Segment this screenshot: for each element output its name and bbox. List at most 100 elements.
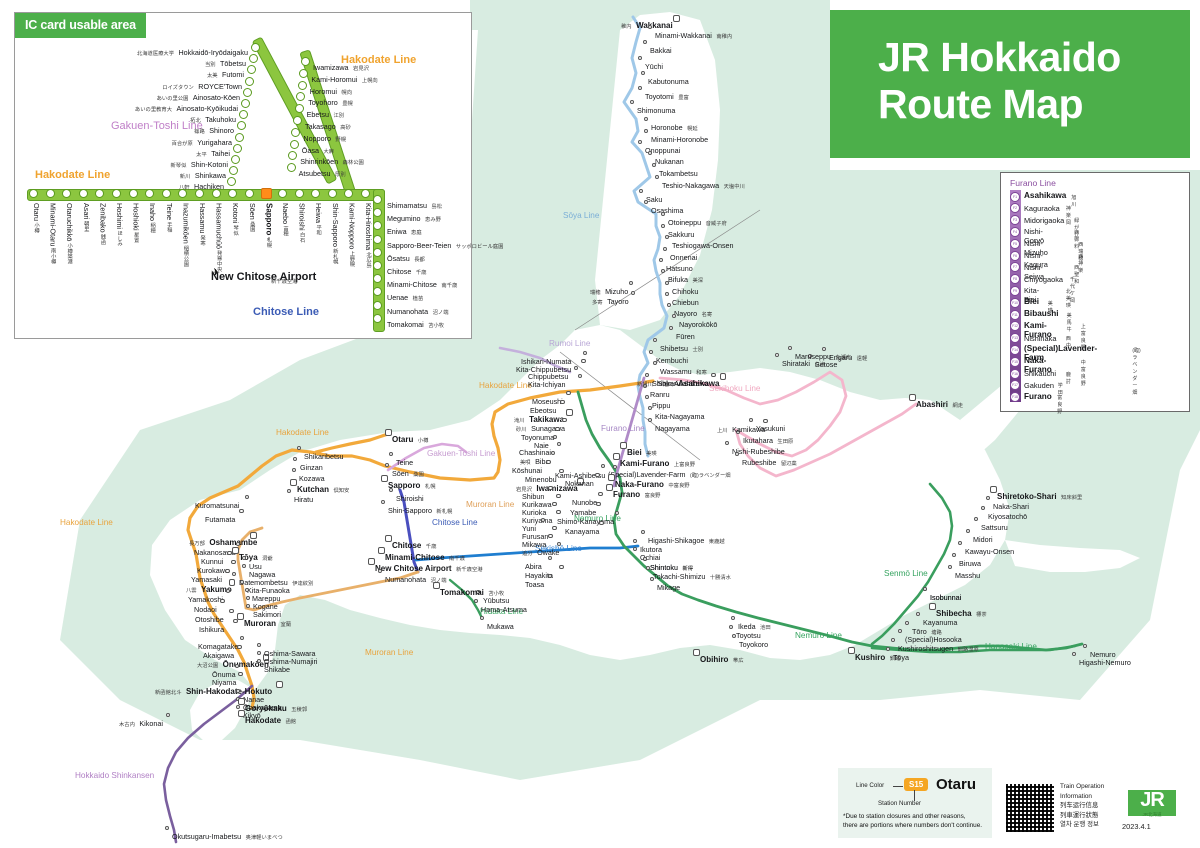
station-dot-icon[interactable] — [257, 643, 262, 648]
station-dot-icon[interactable] — [665, 292, 670, 297]
station-dot-icon[interactable] — [948, 565, 953, 570]
station-dot-icon[interactable] — [296, 92, 306, 102]
station-dot-icon[interactable] — [736, 430, 741, 435]
station-dot-icon[interactable] — [644, 129, 649, 134]
station-dot-icon[interactable] — [373, 221, 382, 231]
station-dot-icon[interactable] — [898, 629, 903, 634]
station-dot-icon[interactable] — [344, 189, 354, 198]
station-dot-icon[interactable] — [249, 54, 258, 64]
station-dot-icon[interactable] — [276, 681, 283, 688]
station-dot-icon[interactable] — [643, 40, 648, 45]
station-dot-icon[interactable] — [577, 374, 583, 379]
station-dot-icon[interactable] — [231, 560, 236, 565]
station-dot-icon[interactable] — [257, 659, 262, 664]
station-dot-icon[interactable] — [644, 117, 649, 122]
station-dot-icon[interactable] — [560, 400, 565, 405]
station-dot-icon[interactable] — [251, 43, 260, 52]
station-dot-icon[interactable] — [290, 479, 297, 486]
station-dot-icon[interactable] — [232, 572, 237, 577]
station-dot-icon[interactable] — [648, 418, 653, 423]
station-dot-icon[interactable] — [291, 127, 301, 137]
station-dot-icon[interactable] — [373, 261, 382, 270]
station-dot-icon[interactable] — [95, 189, 105, 198]
station-dot-icon[interactable] — [749, 418, 754, 423]
station-dot-icon[interactable] — [669, 326, 674, 331]
station-dot-icon[interactable] — [78, 189, 88, 198]
station-dot-icon[interactable] — [233, 619, 238, 624]
station-dot-icon[interactable] — [577, 478, 584, 485]
station-dot-icon[interactable] — [891, 638, 896, 643]
station-dot-icon[interactable] — [246, 596, 251, 601]
station-dot-icon[interactable] — [929, 603, 936, 610]
station-dot-icon[interactable] — [227, 551, 232, 556]
station-dot-icon[interactable] — [373, 247, 382, 257]
station-dot-icon[interactable] — [711, 373, 716, 378]
station-dot-icon[interactable] — [601, 464, 606, 469]
station-dot-icon[interactable] — [909, 394, 916, 401]
station-dot-icon[interactable] — [480, 616, 485, 621]
station-dot-icon[interactable] — [613, 453, 620, 460]
station-dot-icon[interactable] — [552, 502, 557, 507]
station-dot-icon[interactable] — [145, 189, 155, 198]
station-dot-icon[interactable] — [373, 300, 382, 310]
station-dot-icon[interactable] — [311, 189, 321, 198]
station-dot-icon[interactable] — [729, 625, 734, 630]
station-dot-icon[interactable] — [645, 395, 650, 400]
station-dot-icon[interactable] — [573, 366, 579, 371]
station-dot-icon[interactable] — [661, 269, 666, 274]
station-dot-icon[interactable] — [552, 435, 557, 440]
station-dot-icon[interactable] — [566, 409, 573, 416]
station-dot-icon[interactable] — [293, 457, 298, 462]
station-dot-icon[interactable] — [905, 621, 910, 626]
station-dot-icon[interactable] — [373, 195, 382, 204]
station-dot-icon[interactable] — [233, 143, 242, 153]
station-dot-icon[interactable] — [261, 188, 273, 199]
station-dot-icon[interactable] — [240, 580, 245, 585]
station-dot-icon[interactable] — [974, 517, 979, 522]
station-dot-icon[interactable] — [381, 475, 388, 482]
station-dot-icon[interactable] — [294, 189, 304, 198]
station-dot-icon[interactable] — [242, 556, 247, 561]
station-dot-icon[interactable] — [990, 486, 997, 493]
station-dot-icon[interactable] — [476, 590, 481, 595]
station-dot-icon[interactable] — [644, 200, 649, 205]
station-dot-icon[interactable] — [299, 68, 309, 78]
station-dot-icon[interactable] — [378, 547, 385, 554]
station-dot-icon[interactable] — [633, 539, 638, 544]
station-dot-icon[interactable] — [555, 427, 560, 432]
station-dot-icon[interactable] — [655, 175, 660, 180]
station-dot-icon[interactable] — [238, 698, 245, 705]
station-dot-icon[interactable] — [646, 566, 651, 571]
station-dot-icon[interactable] — [246, 604, 251, 609]
station-dot-icon[interactable] — [236, 689, 241, 694]
station-dot-icon[interactable] — [633, 547, 638, 552]
station-dot-icon[interactable] — [650, 577, 655, 582]
station-dot-icon[interactable] — [648, 151, 653, 156]
station-dot-icon[interactable] — [250, 532, 257, 539]
station-dot-icon[interactable] — [257, 651, 262, 656]
station-dot-icon[interactable] — [234, 664, 239, 669]
station-dot-icon[interactable] — [474, 599, 479, 604]
station-dot-icon[interactable] — [288, 151, 298, 161]
station-dot-icon[interactable] — [663, 247, 668, 252]
station-dot-icon[interactable] — [667, 303, 672, 308]
station-dot-icon[interactable] — [981, 506, 986, 511]
station-dot-icon[interactable] — [606, 484, 613, 491]
station-dot-icon[interactable] — [719, 373, 727, 380]
station-dot-icon[interactable] — [556, 510, 561, 515]
station-dot-icon[interactable] — [673, 15, 680, 22]
station-dot-icon[interactable] — [665, 235, 670, 240]
station-dot-icon[interactable] — [242, 564, 247, 569]
station-dot-icon[interactable] — [547, 574, 552, 579]
station-dot-icon[interactable] — [236, 542, 241, 547]
station-dot-icon[interactable] — [236, 705, 241, 710]
station-dot-icon[interactable] — [231, 155, 240, 164]
station-dot-icon[interactable] — [239, 509, 244, 514]
station-dot-icon[interactable] — [628, 281, 633, 286]
station-dot-icon[interactable] — [1083, 644, 1088, 649]
station-dot-icon[interactable] — [556, 542, 562, 547]
station-dot-icon[interactable] — [211, 189, 221, 198]
station-dot-icon[interactable] — [373, 274, 382, 284]
station-dot-icon[interactable] — [278, 189, 287, 198]
station-dot-icon[interactable] — [293, 116, 302, 125]
